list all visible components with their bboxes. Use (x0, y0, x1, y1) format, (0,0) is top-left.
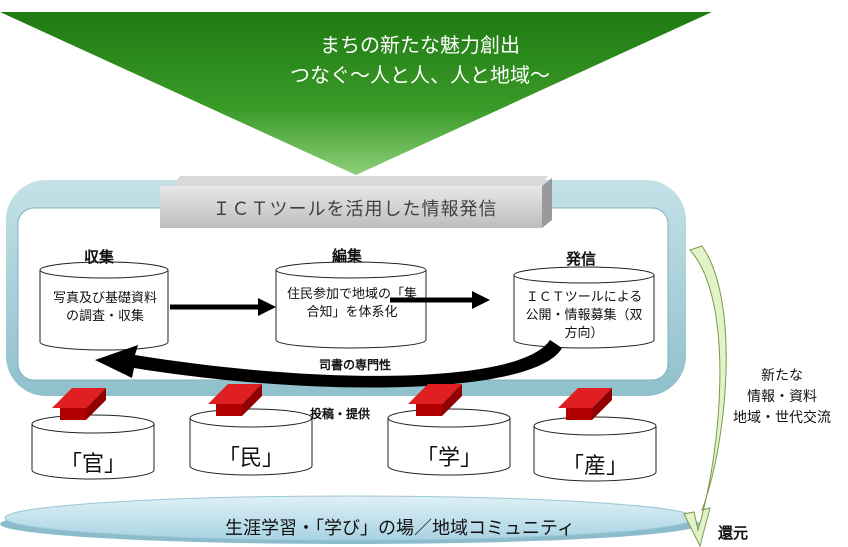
top-title-line2: つなぐ～人と人、人と地域～ (290, 63, 550, 87)
expertise-label: 司書の専門性 (318, 358, 391, 372)
step-text-publish: ＩＣＴツールによる公開・情報募集（双方向） (525, 290, 643, 341)
cylinder-publish (513, 266, 655, 349)
step-text-collect: 写真及び基礎資料の調査・収集 (52, 291, 157, 324)
side-text-line3: 地域・世代交流 (733, 410, 831, 426)
banner-label: ＩＣＴツールを活用した情報発信 (212, 199, 498, 220)
banner-top-face (172, 176, 548, 186)
top-triangle (0, 12, 712, 175)
curved-feedback-arrow (95, 340, 562, 388)
base-label: 生涯学習・「学び」の場／地域コミュニティ (225, 518, 575, 539)
top-title-line1: まちの新たな魅力創出 (320, 33, 520, 57)
post-provide-label: 投稿・提供 (309, 407, 370, 421)
step-text-edit: 住民参加で地域の「集合知」を体系化 (286, 287, 417, 320)
red-arrow-private (208, 384, 262, 416)
side-text-line1: 新たな (761, 368, 803, 384)
source-label-gov: 「官」 (59, 452, 126, 477)
source-label-private: 「民」 (217, 446, 284, 471)
side-text-line2: 情報・資料 (747, 389, 817, 405)
arrow-collect-to-edit (170, 298, 276, 316)
side-text: 新たな 情報・資料 地域・世代交流 (712, 366, 848, 429)
top-title: まちの新たな魅力創出 つなぐ～人と人、人と地域～ (170, 30, 670, 90)
cylinder-collect (39, 261, 169, 351)
source-label-academia: 「学」 (415, 446, 482, 471)
source-label-industry: 「産」 (561, 454, 628, 479)
arrow-edit-to-publish (390, 291, 490, 309)
banner-box (160, 186, 542, 228)
source-cylinder-industry (533, 416, 657, 482)
step-label-edit: 編集 (332, 247, 363, 265)
step-label-publish: 発信 (566, 250, 597, 268)
red-arrow-gov (52, 388, 106, 420)
red-arrow-academia (408, 384, 462, 416)
source-cylinder-gov (31, 414, 155, 480)
step-label-collect: 収集 (84, 248, 115, 266)
cylinder-edit (275, 261, 427, 349)
return-label: 還元 (718, 524, 749, 542)
side-return-arrow (683, 245, 727, 547)
banner-side-face (542, 178, 552, 228)
red-arrow-industry (558, 388, 612, 420)
